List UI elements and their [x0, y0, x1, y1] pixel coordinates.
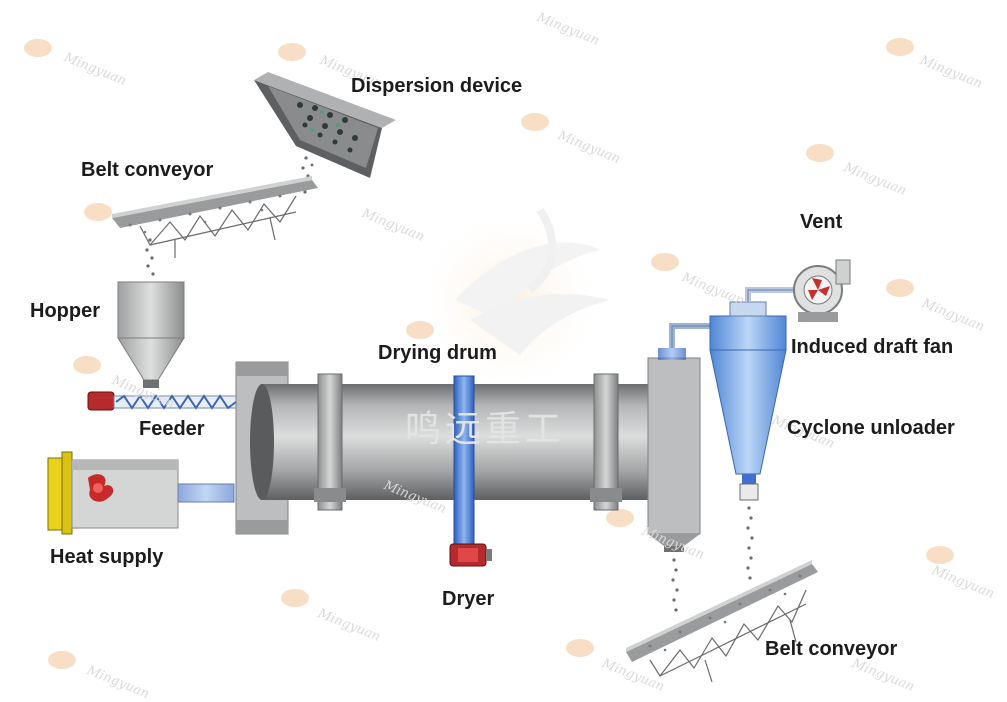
watermark-chinese-text: 鸣远重工: [405, 409, 566, 450]
label-dispersion-device: Dispersion device: [351, 75, 523, 97]
heat-supply: [47, 451, 235, 535]
label-vent: Vent: [800, 211, 843, 233]
label-belt-conveyor-top: Belt conveyor: [81, 159, 214, 181]
label-dryer: Dryer: [442, 588, 495, 610]
label-induced-draft-fan: Induced draft fan: [791, 336, 954, 358]
watermark-logo: [415, 205, 610, 395]
label-cyclone-unloader: Cyclone unloader: [787, 417, 955, 439]
dryer-drive: [449, 375, 492, 567]
falling-material-cyclone: [746, 506, 754, 580]
label-feeder: Feeder: [139, 418, 205, 440]
cyclone-unloader: [709, 301, 787, 501]
feeder: [87, 391, 239, 411]
label-heat-supply: Heat supply: [50, 546, 164, 568]
belt-conveyor-top: [112, 176, 318, 258]
discharge-end-housing: [647, 323, 714, 552]
falling-material-discharge: [671, 558, 679, 612]
dispersion-device: [254, 72, 396, 178]
belt-conveyor-bottom: [626, 560, 818, 683]
falling-material-hopper: [145, 238, 155, 276]
label-hopper: Hopper: [30, 300, 100, 322]
hopper: [117, 281, 185, 388]
induced-draft-fan: [745, 259, 851, 322]
label-drying-drum: Drying drum: [378, 342, 497, 364]
label-belt-conveyor-bottom: Belt conveyor: [765, 638, 898, 660]
